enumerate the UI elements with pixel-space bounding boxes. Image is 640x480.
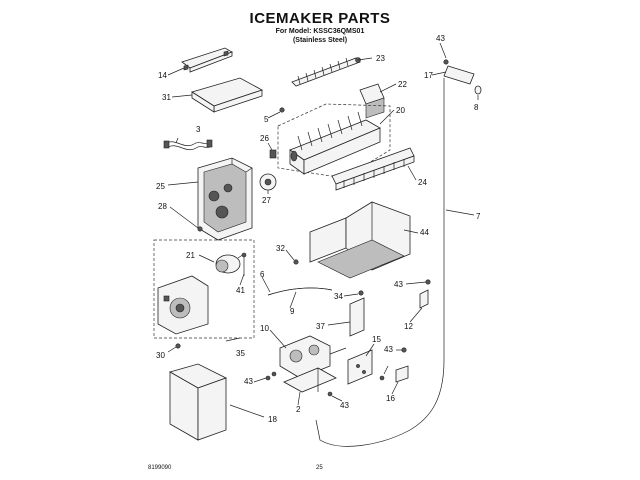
- callout-25: 25: [156, 182, 165, 191]
- callout-32: 32: [276, 244, 285, 253]
- callout-22: 22: [398, 80, 407, 89]
- callout-6: 6: [260, 270, 265, 279]
- callout-27: 27: [262, 196, 271, 205]
- callout-14: 14: [158, 71, 167, 80]
- callout-23: 23: [376, 54, 385, 63]
- part-17-fitting: [443, 59, 475, 85]
- leader-lines: [167, 42, 479, 418]
- part-9-tube: [267, 287, 333, 296]
- part-34-screw: [358, 290, 364, 296]
- callout-15: 15: [372, 335, 381, 344]
- callout-24: 24: [418, 178, 427, 187]
- part-41-screw: [241, 252, 247, 276]
- part-14-cover: [181, 47, 233, 73]
- callout-43-a: 43: [244, 377, 253, 386]
- callout-18: 18: [268, 415, 277, 424]
- callout-16: 16: [386, 394, 395, 403]
- part-16-clip: [395, 347, 409, 383]
- callout-34: 34: [334, 292, 343, 301]
- callout-9: 9: [290, 307, 295, 316]
- callout-43-c: 43: [436, 34, 445, 43]
- callout-7: 7: [476, 212, 481, 221]
- callout-41: 41: [236, 286, 245, 295]
- part-5-screw: [279, 107, 285, 113]
- callout-30: 30: [156, 351, 165, 360]
- callout-44: 44: [420, 228, 429, 237]
- callout-17: 17: [424, 71, 433, 80]
- part-3-wire-harness: [163, 139, 213, 151]
- part-37-bracket: [349, 297, 365, 337]
- callout-8: 8: [474, 103, 479, 112]
- part-31-cover: [191, 77, 263, 113]
- part-25-module-housing: [197, 157, 253, 241]
- part-21-motor: [215, 253, 245, 274]
- callout-43-e: 43: [384, 345, 393, 354]
- part-8-clamp: [474, 85, 482, 95]
- part-2-bracket: [283, 367, 337, 393]
- model-number: For Model: KSSC36QMS01: [275, 28, 365, 35]
- part-35-motor-module: [157, 275, 209, 335]
- part-12-clip: [419, 279, 431, 309]
- part-15-bracket: [347, 349, 373, 385]
- callout-31: 31: [162, 93, 171, 102]
- part-43-screw-d: [379, 375, 385, 381]
- callout-12: 12: [404, 322, 413, 331]
- part-24-fill-cup: [331, 147, 415, 191]
- callout-21: 21: [186, 251, 195, 260]
- callout-35: 35: [236, 349, 245, 358]
- part-22-bracket: [359, 83, 385, 119]
- document-code: 8199090: [148, 465, 172, 471]
- callout-43-d: 43: [394, 280, 403, 289]
- page-number: 25: [316, 465, 323, 471]
- part-20-ice-mold: [289, 111, 381, 175]
- part-18-cover-box: [168, 363, 228, 441]
- part-30-screw: [175, 343, 181, 349]
- callout-2: 2: [296, 405, 301, 414]
- callout-20: 20: [396, 106, 405, 115]
- part-26-thermostat: [269, 149, 277, 159]
- part-44-bracket: [309, 201, 411, 279]
- part-7-water-line: [315, 78, 445, 447]
- part-27-gear: [259, 173, 277, 191]
- callout-5: 5: [264, 115, 269, 124]
- diagram-title: ICEMAKER PARTS: [249, 10, 391, 27]
- callout-37: 37: [316, 322, 325, 331]
- callout-3: 3: [196, 125, 201, 134]
- part-28-screw: [197, 226, 203, 232]
- part-20-mold-box: [277, 103, 391, 179]
- finish-label: (Stainless Steel): [292, 37, 348, 44]
- callout-26: 26: [260, 134, 269, 143]
- part-43-screw-c: [327, 391, 333, 397]
- part-23-ejector: [291, 57, 361, 87]
- part-35-assembly-box: [153, 239, 255, 339]
- callout-28: 28: [158, 202, 167, 211]
- callout-10: 10: [260, 324, 269, 333]
- part-10-valve: [279, 335, 347, 379]
- callout-43-b: 43: [340, 401, 349, 410]
- part-43-screw-a: [265, 375, 271, 381]
- part-43-screw-b: [271, 371, 277, 377]
- part-32-screw: [293, 259, 299, 265]
